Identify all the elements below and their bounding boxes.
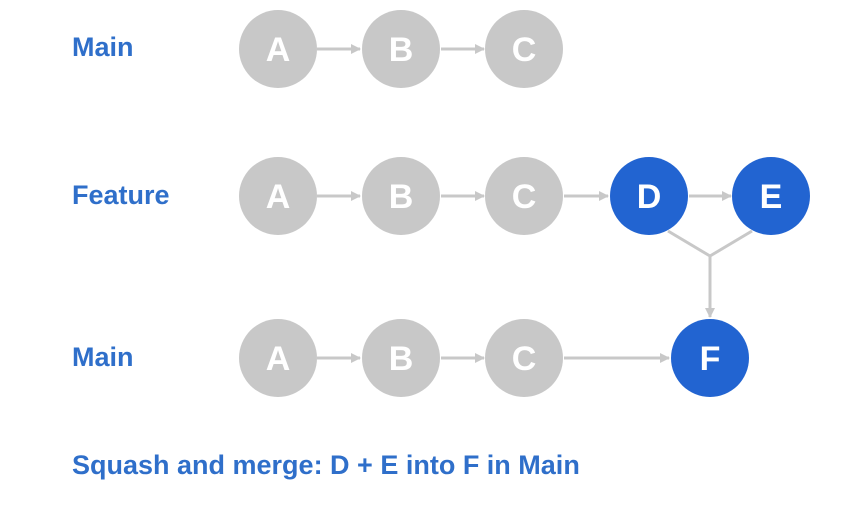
commit-label: C: [512, 178, 537, 216]
connector-e: [709, 229, 753, 258]
commit-label: C: [512, 31, 537, 69]
commit-node-new: E: [732, 157, 810, 235]
commit-label: E: [760, 178, 783, 216]
commit-node: C: [485, 319, 563, 397]
commit-node-new: D: [610, 157, 688, 235]
row-main-before: A B C: [239, 10, 563, 88]
commit-label: F: [700, 340, 721, 378]
commit-label: A: [266, 31, 291, 69]
row-feature: A B C D E: [239, 157, 810, 235]
commit-node-squashed: F: [671, 319, 749, 397]
commit-label: B: [389, 340, 414, 378]
commit-node: A: [239, 10, 317, 88]
commit-node: C: [485, 157, 563, 235]
commit-node: C: [485, 10, 563, 88]
commit-label: B: [389, 31, 414, 69]
main-after-merge-label: Main: [72, 342, 134, 372]
squash-merge-caption: Squash and merge: D + E into F in Main: [72, 450, 580, 480]
commit-label: D: [637, 178, 662, 216]
commit-label: A: [266, 340, 291, 378]
commit-node: A: [239, 157, 317, 235]
commit-label: C: [512, 340, 537, 378]
commit-node: B: [362, 157, 440, 235]
commit-node: B: [362, 319, 440, 397]
squash-connector: [667, 229, 753, 318]
commit-node: B: [362, 10, 440, 88]
commit-label: A: [266, 178, 291, 216]
main-branch-label: Main: [72, 32, 134, 62]
connector-d: [667, 229, 711, 258]
row-main-after: A B C F: [239, 319, 749, 397]
commit-label: B: [389, 178, 414, 216]
feature-branch-label: Feature: [72, 180, 170, 210]
commit-node: A: [239, 319, 317, 397]
